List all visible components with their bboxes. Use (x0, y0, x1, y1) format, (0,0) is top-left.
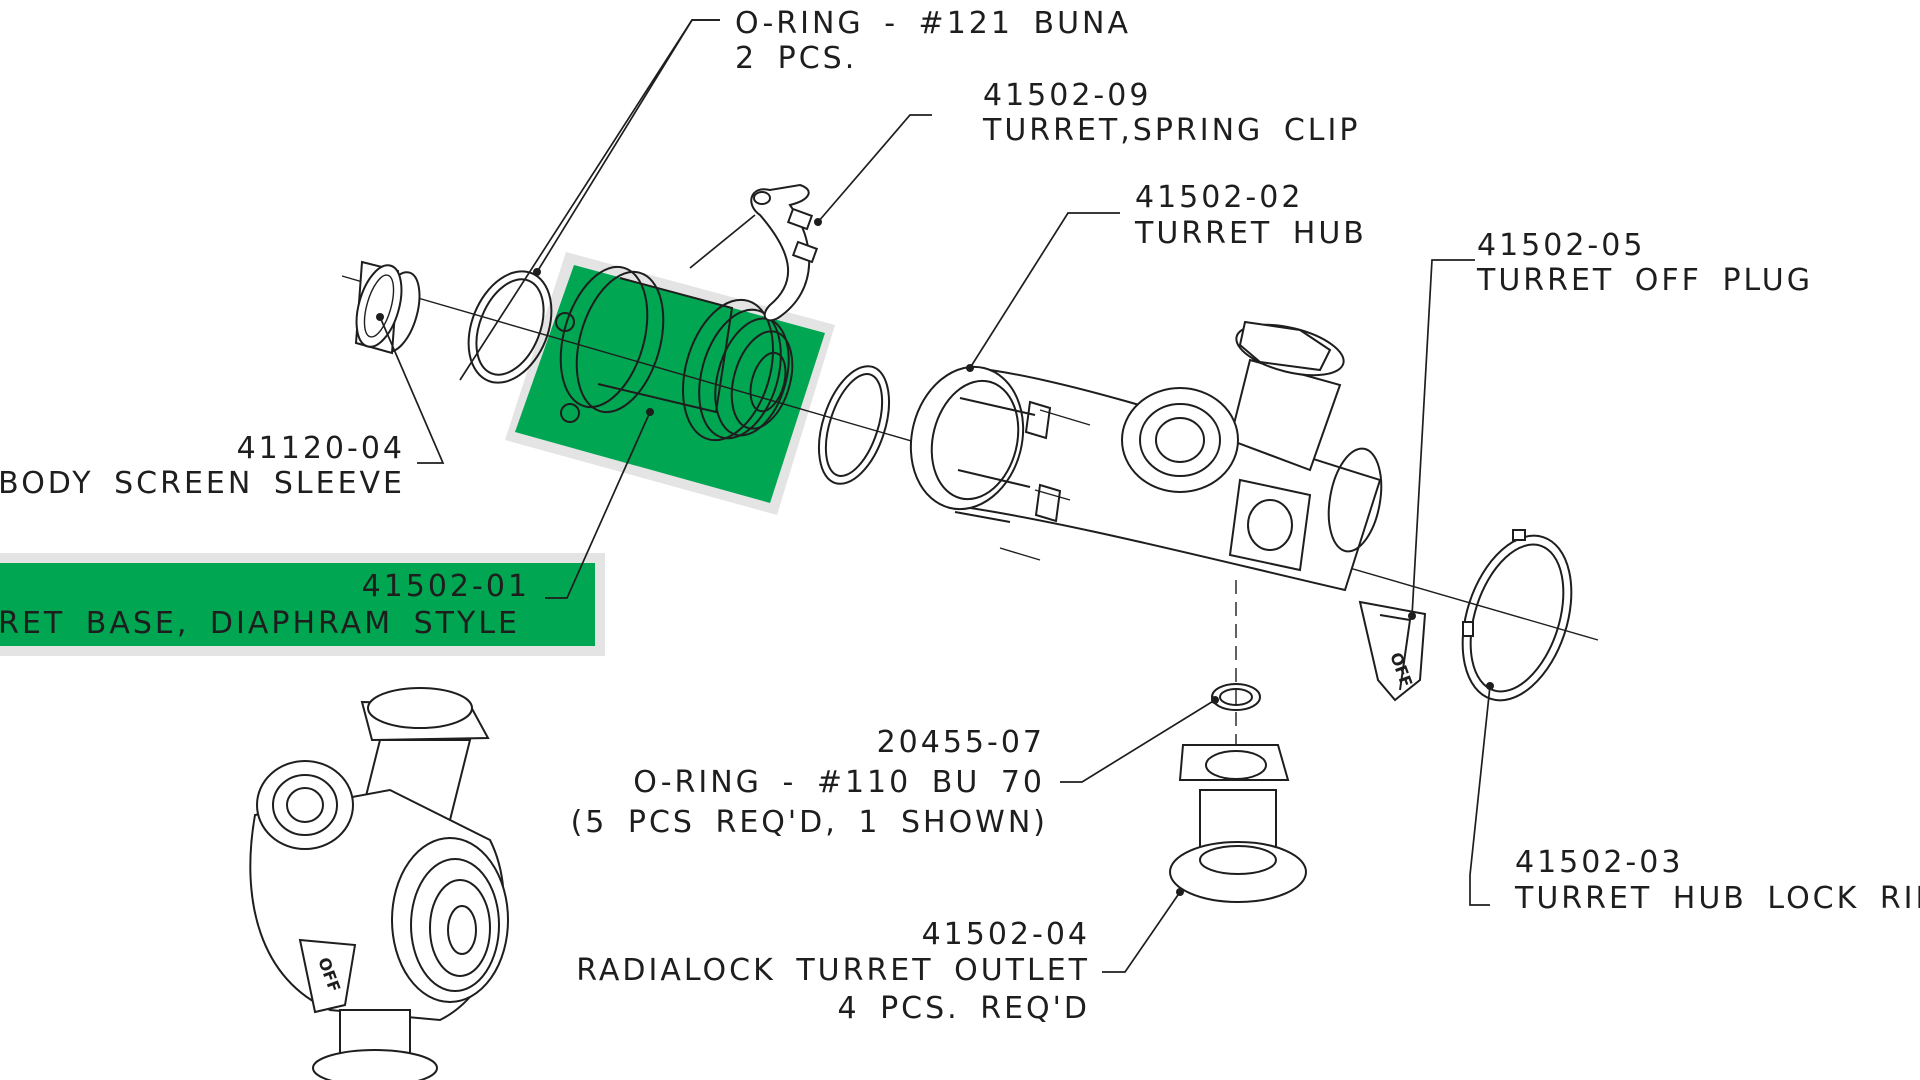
turret-base-part[interactable] (546, 257, 803, 451)
oring-121-line2: 2 PCS. (735, 41, 857, 76)
callout-outlet: 41502-04 RADIALOCK TURRET OUTLET 4 PCS. … (576, 917, 1090, 1026)
outlet-part-no: 41502-04 (922, 917, 1090, 952)
turret-spring-clip[interactable] (750, 183, 819, 322)
outlet-name: RADIALOCK TURRET OUTLET (576, 953, 1090, 988)
oring-hub-inlet[interactable] (806, 357, 903, 492)
callout-turret-base: 41502-01 TURRET BASE, DIAPHRAM STYLE (0, 569, 530, 641)
callout-turret-hub: 41502-02 TURRET HUB (1134, 180, 1367, 251)
turret-hub-lock-ring[interactable] (1443, 522, 1591, 715)
oring-121-line1: O-RING - #121 BUNA (735, 6, 1131, 41)
screen-sleeve-name: BODY SCREEN SLEEVE (0, 466, 405, 501)
lock-ring-part-no: 41502-03 (1515, 845, 1683, 880)
off-plug-name: TURRET OFF PLUG (1476, 263, 1813, 298)
callout-spring-clip: 41502-09 TURRET,SPRING CLIP (982, 78, 1360, 148)
oring-110-name: O-RING - #110 BU 70 (633, 765, 1045, 800)
oring-110-qty: (5 PCS REQ'D, 1 SHOWN) (571, 805, 1048, 840)
outlet-qty: 4 PCS. REQ'D (837, 991, 1090, 1026)
turret-base-name: TURRET BASE, DIAPHRAM STYLE (0, 606, 520, 641)
lock-ring-name: TURRET HUB LOCK RING (1514, 881, 1920, 916)
leader-lines (376, 19, 1494, 973)
callout-screen-sleeve: 41120-04 BODY SCREEN SLEEVE (0, 431, 405, 501)
turret-off-plug[interactable]: OFF (1358, 600, 1427, 702)
assembled-view: OFF (249, 687, 509, 1080)
callout-oring-121: O-RING - #121 BUNA 2 PCS. (735, 6, 1131, 76)
turret-hub-name: TURRET HUB (1134, 216, 1367, 251)
oring-110[interactable] (1211, 683, 1261, 711)
screen-sleeve-part-no: 41120-04 (237, 431, 405, 466)
turret-base-part-no: 41502-01 (362, 569, 530, 604)
oring-110-part-no: 20455-07 (877, 725, 1045, 760)
callout-oring-110: 20455-07 O-RING - #110 BU 70 (5 PCS REQ'… (571, 725, 1048, 840)
callout-off-plug: 41502-05 TURRET OFF PLUG (1476, 228, 1813, 298)
oring-121[interactable] (453, 259, 567, 395)
off-plug-part-no: 41502-05 (1477, 228, 1645, 263)
callout-lock-ring: 41502-03 TURRET HUB LOCK RING (1514, 845, 1920, 916)
radialock-turret-outlet[interactable] (1169, 744, 1307, 903)
spring-clip-part-no: 41502-09 (983, 78, 1151, 113)
turret-base-label-highlight[interactable] (0, 563, 595, 646)
spring-clip-name: TURRET,SPRING CLIP (982, 113, 1360, 148)
turret-hub-part-no: 41502-02 (1135, 180, 1303, 215)
turret-hub[interactable] (896, 315, 1388, 592)
body-screen-sleeve[interactable] (348, 260, 427, 357)
